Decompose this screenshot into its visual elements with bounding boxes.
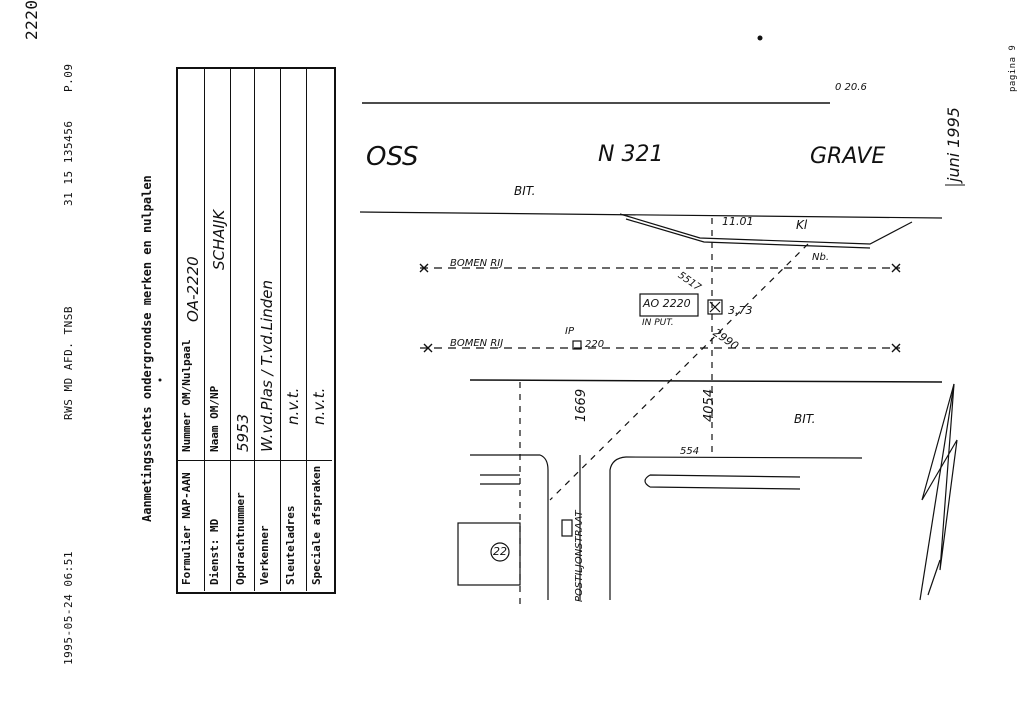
to-place: GRAVE	[810, 144, 886, 169]
distance-1669: 1669	[574, 388, 589, 422]
mark-sub-label: IN PUT.	[642, 318, 674, 328]
ip-label: IP	[565, 326, 574, 337]
tree-row-top: BOMEN RIJ	[450, 258, 504, 269]
mark-box-label: AO 2220	[643, 297, 691, 310]
distance-top: 11.01	[722, 215, 754, 228]
distance-373: 3.73	[728, 304, 753, 317]
form-table	[176, 67, 336, 594]
ip-number: 220	[585, 339, 605, 350]
house-number: 22	[493, 545, 507, 558]
bit-bottom-label: BIT.	[794, 412, 816, 426]
nb-label: Nb.	[812, 252, 830, 263]
kl-label: Kl	[796, 218, 808, 232]
road-number: N 321	[598, 142, 664, 167]
from-place: OSS	[366, 142, 419, 172]
tree-row-bottom: BOMEN RIJ	[450, 338, 504, 349]
street-name: POSTILJONSTRAAT	[574, 510, 585, 602]
sketch-date: juni 1995	[944, 107, 963, 182]
bit-top-label: BIT.	[514, 184, 536, 198]
distance-554: 554	[680, 446, 700, 457]
distance-4054: 4054	[702, 388, 717, 422]
side-note: pagina 9	[1008, 44, 1018, 92]
corner-note: 0 20.6	[835, 82, 867, 93]
